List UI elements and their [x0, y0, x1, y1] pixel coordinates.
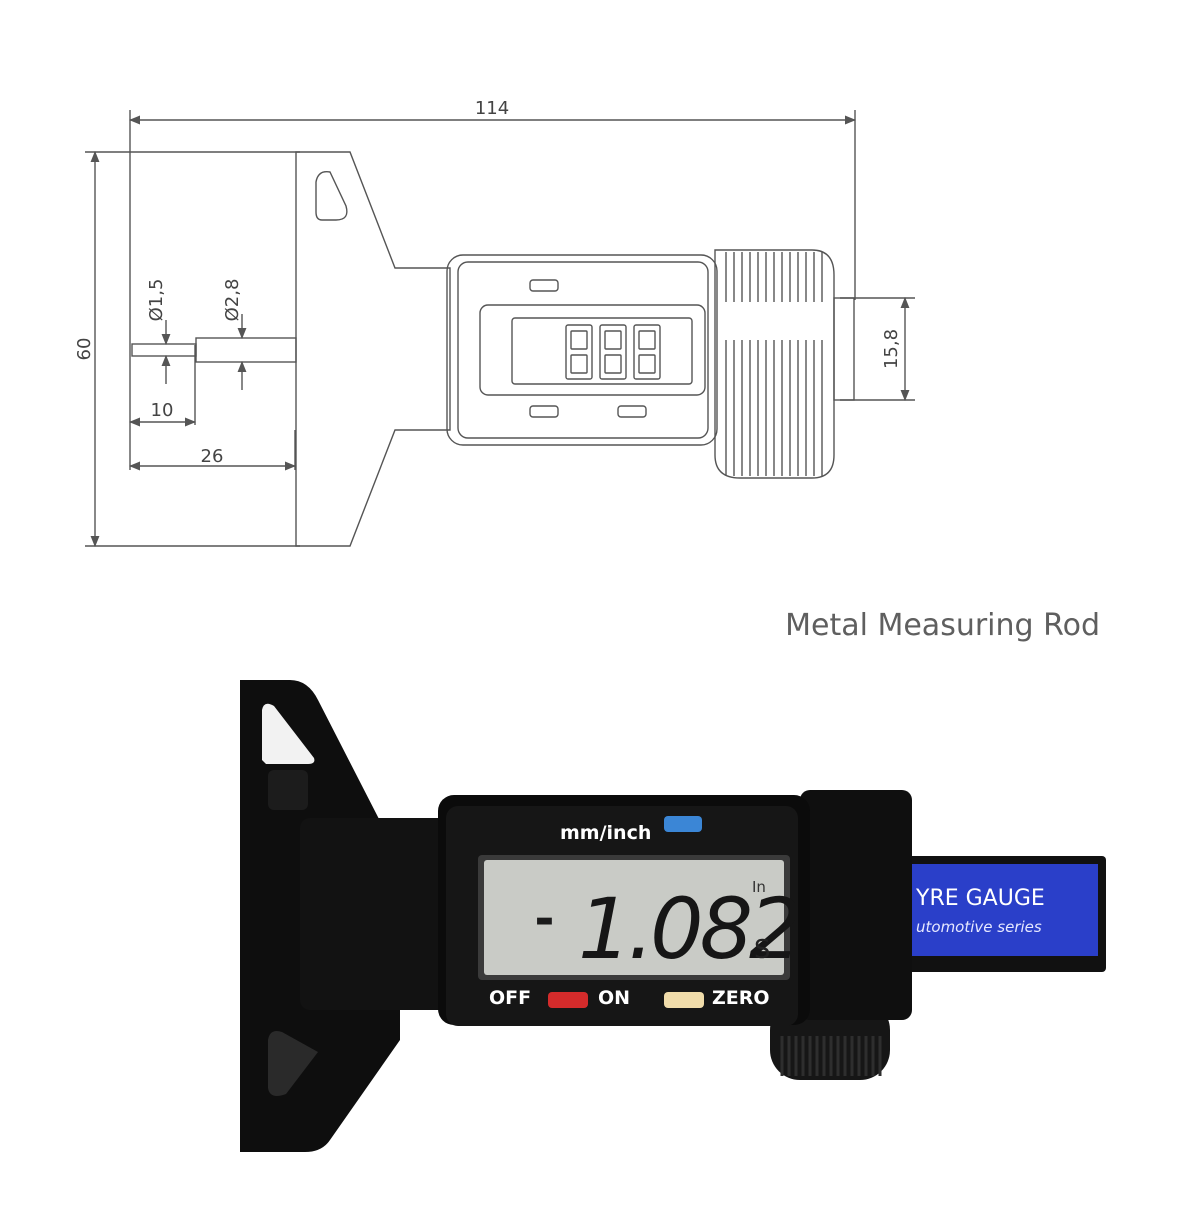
drawing-thick-rod — [195, 337, 297, 363]
lcd-indicator: S — [754, 935, 771, 965]
drawing-base-outline — [295, 151, 451, 547]
zero-button[interactable] — [664, 992, 704, 1008]
drawing-slider-bar — [833, 297, 855, 401]
scale-label-subtitle: utomotive series — [916, 918, 1042, 936]
gauge-photo: YRE GAUGE utomotive series - 1.082 In S … — [240, 680, 1106, 1152]
drawing-knurled-grip — [714, 249, 835, 479]
dim-small-rod-diameter: Ø1,5 — [146, 279, 167, 322]
base-lower-slot — [268, 1031, 318, 1096]
power-button[interactable] — [548, 992, 588, 1008]
drawing-body — [446, 254, 718, 446]
drawing-top-button — [529, 279, 559, 292]
scale-label — [908, 864, 1098, 956]
lcd-sign: - — [530, 891, 559, 947]
drawing-display-window — [511, 317, 693, 385]
unit-button-label: mm/inch — [560, 822, 651, 844]
gauge-neck — [300, 818, 450, 1010]
drawing-bottom-button-right — [617, 405, 647, 418]
dim-height: 60 — [74, 338, 95, 361]
technical-drawing — [85, 110, 915, 548]
drawing-display-frame — [479, 304, 706, 396]
unit-toggle-button[interactable] — [664, 816, 702, 832]
dim-overall-length: 114 — [475, 98, 509, 119]
dim-rod-tip-length: 10 — [151, 400, 174, 421]
dim-rod-total-length: 26 — [201, 446, 224, 467]
drawing-base-slot — [315, 171, 348, 221]
on-label: ON — [598, 987, 630, 1009]
drawing-lcd-digits — [565, 324, 661, 380]
zero-label: ZERO — [712, 987, 770, 1009]
lcd-screen — [484, 860, 784, 975]
scale-label-title: YRE GAUGE — [915, 886, 1045, 911]
lcd-value: 1.082 — [578, 880, 798, 978]
off-label: OFF — [489, 987, 531, 1009]
drawing-thin-rod — [131, 343, 197, 357]
slider-housing — [800, 790, 912, 1020]
dim-large-rod-diameter: Ø2,8 — [222, 279, 243, 322]
dim-slider-width: 15,8 — [881, 329, 902, 369]
lcd-unit: In — [752, 878, 766, 896]
metal-rod-caption: Metal Measuring Rod — [785, 608, 1100, 643]
drawing-bottom-button-left — [529, 405, 559, 418]
base-slot — [262, 703, 315, 764]
